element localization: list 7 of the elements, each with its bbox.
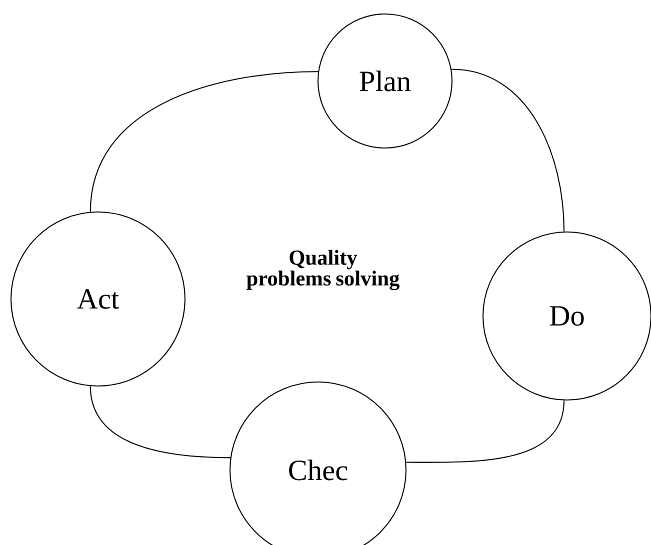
connector-arc (90, 71, 318, 212)
connector-arc (406, 400, 565, 463)
circle-node: Plan (317, 13, 453, 149)
circle-node: Act (10, 211, 186, 387)
connector-arc (451, 68, 565, 232)
center-label: Quality problems solving (246, 250, 400, 290)
connector-arc (90, 386, 230, 458)
